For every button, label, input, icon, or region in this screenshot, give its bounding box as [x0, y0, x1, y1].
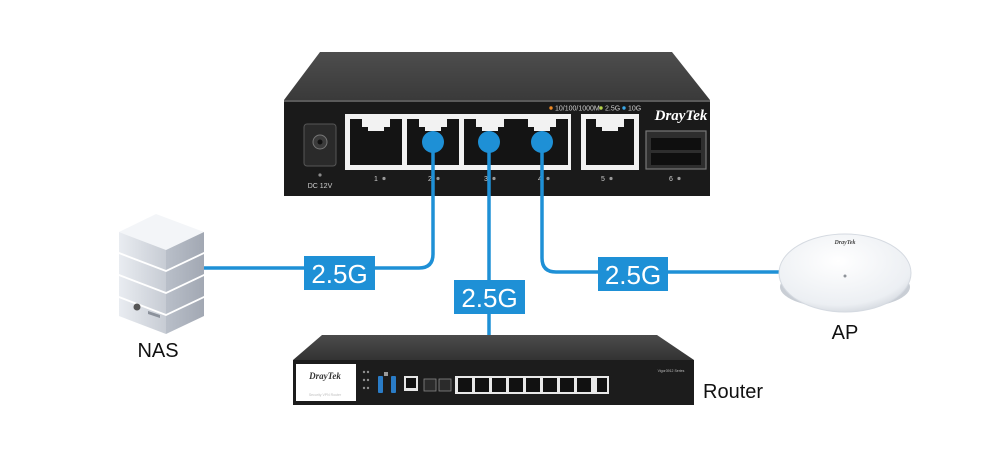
legend-dot-1: [549, 106, 553, 110]
legend-label-2: 2.5G: [605, 106, 620, 113]
legend-label-1: 10/100/1000M: [555, 106, 600, 113]
port-number-4: 4: [538, 176, 542, 183]
plug-port-4: [531, 131, 553, 153]
nas-label: NAS: [137, 340, 178, 362]
link-ap-to-port-4: [540, 140, 782, 274]
ap-speed-label: 2.5G: [605, 260, 661, 290]
port-number-3: 3: [484, 176, 488, 183]
router-lan-ports: [455, 376, 609, 394]
router-label: Router: [703, 381, 763, 403]
switch-top-panel: [284, 52, 710, 100]
port-number-2: 2: [428, 176, 432, 183]
power-jack-icon: [303, 123, 337, 177]
switch-device: DC 12V 10/100/1000M 2.5G 10G DrayTek: [284, 52, 710, 196]
ap-brand-logo: DrayTek: [833, 240, 855, 246]
router-white-plate: [296, 364, 356, 401]
router-brand-logo: DrayTek: [308, 371, 341, 381]
access-point-icon: DrayTek: [778, 233, 912, 313]
nas-server-icon: [119, 214, 204, 334]
power-label: DC 12V: [308, 183, 333, 190]
router-device: DrayTek Security VPN Router: [293, 335, 694, 405]
plug-port-3: [478, 131, 500, 153]
speed-legend: 10/100/1000M 2.5G 10G: [549, 106, 641, 113]
switch-brand-logo: DrayTek: [654, 108, 708, 124]
router-speed-badge: 2.5G: [454, 280, 525, 314]
legend-dot-2: [599, 106, 603, 110]
plug-port-2: [422, 131, 444, 153]
ethernet-port-5: [586, 119, 634, 165]
nas-speed-badge: 2.5G: [304, 256, 375, 290]
ethernet-port-1: [350, 119, 402, 165]
legend-label-3: 10G: [628, 106, 641, 113]
router-model-label: Vigor3912 Series: [658, 369, 685, 373]
router-tagline: Security VPN Router: [309, 393, 342, 397]
port-number-1: 1: [374, 176, 378, 183]
port-number-5: 5: [601, 176, 605, 183]
ap-speed-badge: 2.5G: [598, 257, 668, 291]
ap-label: AP: [832, 322, 859, 344]
legend-dot-3: [622, 106, 626, 110]
router-speed-label: 2.5G: [461, 283, 517, 313]
link-nas-to-port-2: [201, 140, 435, 270]
router-top-panel: [293, 335, 694, 360]
port-number-6: 6: [669, 176, 673, 183]
sfp-port-6: [645, 130, 707, 170]
nas-speed-label: 2.5G: [311, 259, 367, 289]
